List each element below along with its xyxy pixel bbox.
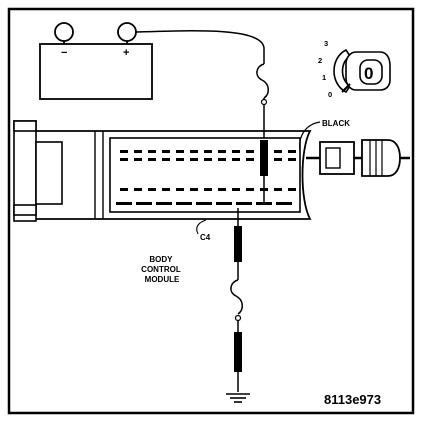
battery-negative-terminal [54,22,74,42]
ground-icon [226,393,250,403]
connector-pin-slot [116,202,132,205]
connector-pin-slot [274,150,282,153]
lower-probe-lead [234,226,242,262]
ignition-position-0: 0 [328,90,332,99]
connector-pin-slot [218,158,226,161]
connector-id-label: C4 [200,233,211,242]
connector-pin-slot [204,150,212,153]
test-light-icon [230,279,243,315]
connector-pin-slot [246,158,254,161]
connector-pin-slot [204,188,212,191]
module-label-line-1: BODY [149,255,173,264]
figure-id-label: 8113e973 [324,392,381,407]
connector-pin-slot [190,188,198,191]
connector-color-label: BLACK [322,119,350,128]
connector-pin-slot [148,188,156,191]
connector-pin-slot [176,188,184,191]
connector-pin-slot [288,158,296,161]
connector-pin-slot [246,188,254,191]
mating-connector-plug [306,139,410,177]
upper-probe-lead [260,140,268,176]
ignition-position-2: 2 [318,56,322,65]
connector-pin-slot [176,158,184,161]
connector-pin-slot [288,188,296,191]
connector-pin-slot [136,202,152,205]
connector-pin-slot [148,150,156,153]
connector-id-leader [196,219,207,235]
battery-positive-label: + [123,47,129,59]
battery-body [39,43,153,100]
connector-color-leader [299,121,321,151]
connector-pin-slot [134,188,142,191]
connector-pin-slot [274,158,282,161]
ignition-position-3: 3 [324,39,328,48]
ignition-switch-icon: 3 2 1 0 0 [318,39,391,99]
ground-probe-lead [234,332,242,372]
ignition-position-1: 1 [322,73,326,82]
connector-pin-slot [232,188,240,191]
battery: − + [39,22,153,100]
connector-pin-slot [232,150,240,153]
connector-pin-slot [204,158,212,161]
connector-pin-slot [156,202,172,205]
connector-pin-slot [120,188,128,191]
connector-pin-slot [134,158,142,161]
connector-pins [116,150,296,205]
splice-dot [260,98,268,106]
ignition-key-mark: 0 [364,64,373,83]
connector-c4-housing [109,137,301,213]
connector-pin-slot [218,150,226,153]
connector-pin-slot [134,150,142,153]
battery-negative-label: − [61,47,67,59]
connector-pin-slot [236,202,252,205]
module-label-line-2: CONTROL [141,265,181,274]
connector-pin-slot [274,188,282,191]
connector-pin-slot [120,158,128,161]
connector-pin-slot [196,202,212,205]
module-label-line-3: MODULE [145,275,180,284]
connector-pin-slot [288,150,296,153]
connector-pin-slot [162,150,170,153]
module-label: BODY CONTROL MODULE [141,255,183,284]
connector-pin-slot [218,188,226,191]
connector-pin-slot [162,158,170,161]
diagram-frame [7,7,415,415]
connector-pin-slot [232,158,240,161]
connector-pin-slot [216,202,232,205]
fuse-icon [256,63,269,99]
connector-pin-slot [162,188,170,191]
connector-pin-slot [190,150,198,153]
connector-pin-slot [176,202,192,205]
battery-positive-terminal [117,22,137,42]
connector-pin-slot [190,158,198,161]
connector-pin-slot [148,158,156,161]
connector-pin-slot [276,202,292,205]
splice-dot [234,314,242,322]
connector-pin-slot [120,150,128,153]
connector-pin-slot [176,150,184,153]
battery-feed-wire [135,30,265,64]
connector-pin-slot [246,150,254,153]
